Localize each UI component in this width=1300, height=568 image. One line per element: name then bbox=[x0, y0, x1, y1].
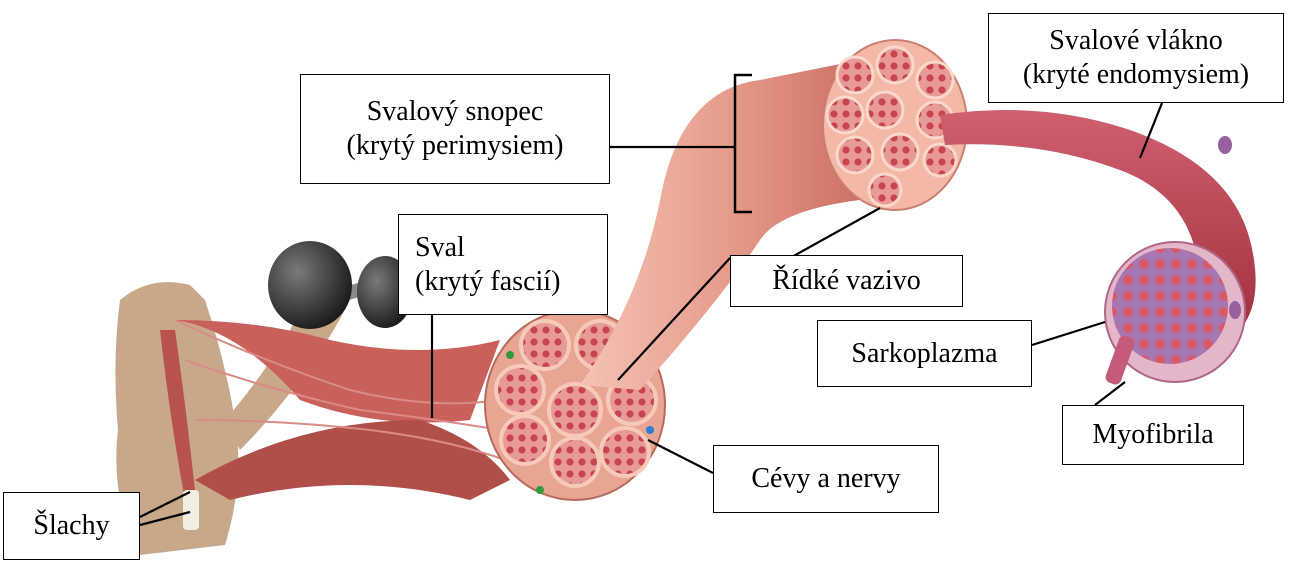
label-svalovy-snopec-line1: Svalový snopec bbox=[367, 95, 544, 129]
label-sarkoplazma-text: Sarkoplazma bbox=[851, 337, 997, 371]
label-svalove-vlakno: Svalové vlákno (kryté endomysiem) bbox=[988, 13, 1284, 103]
label-sarkoplazma: Sarkoplazma bbox=[817, 320, 1032, 387]
label-slachy-text: Šlachy bbox=[33, 509, 109, 543]
label-sval-line2: (krytý fascií) bbox=[415, 265, 560, 299]
label-myofibrila: Myofibrila bbox=[1062, 405, 1244, 465]
label-slachy: Šlachy bbox=[3, 492, 140, 560]
label-cevy-a-nervy-text: Cévy a nervy bbox=[751, 462, 900, 496]
label-svalove-vlakno-line2: (kryté endomysiem) bbox=[1023, 58, 1249, 92]
label-svalovy-snopec: Svalový snopec (krytý perimysiem) bbox=[300, 74, 610, 184]
label-svalovy-snopec-line2: (krytý perimysiem) bbox=[347, 129, 564, 163]
label-sval-line1: Sval bbox=[415, 231, 465, 265]
label-cevy-a-nervy: Cévy a nervy bbox=[713, 445, 939, 513]
label-sval: Sval (krytý fascií) bbox=[398, 214, 608, 315]
label-svalove-vlakno-line1: Svalové vlákno bbox=[1049, 24, 1222, 58]
label-myofibrila-text: Myofibrila bbox=[1092, 418, 1213, 452]
tendon bbox=[183, 490, 199, 530]
label-ridke-vazivo-text: Řídké vazivo bbox=[772, 264, 921, 298]
label-ridke-vazivo: Řídké vazivo bbox=[730, 255, 963, 307]
